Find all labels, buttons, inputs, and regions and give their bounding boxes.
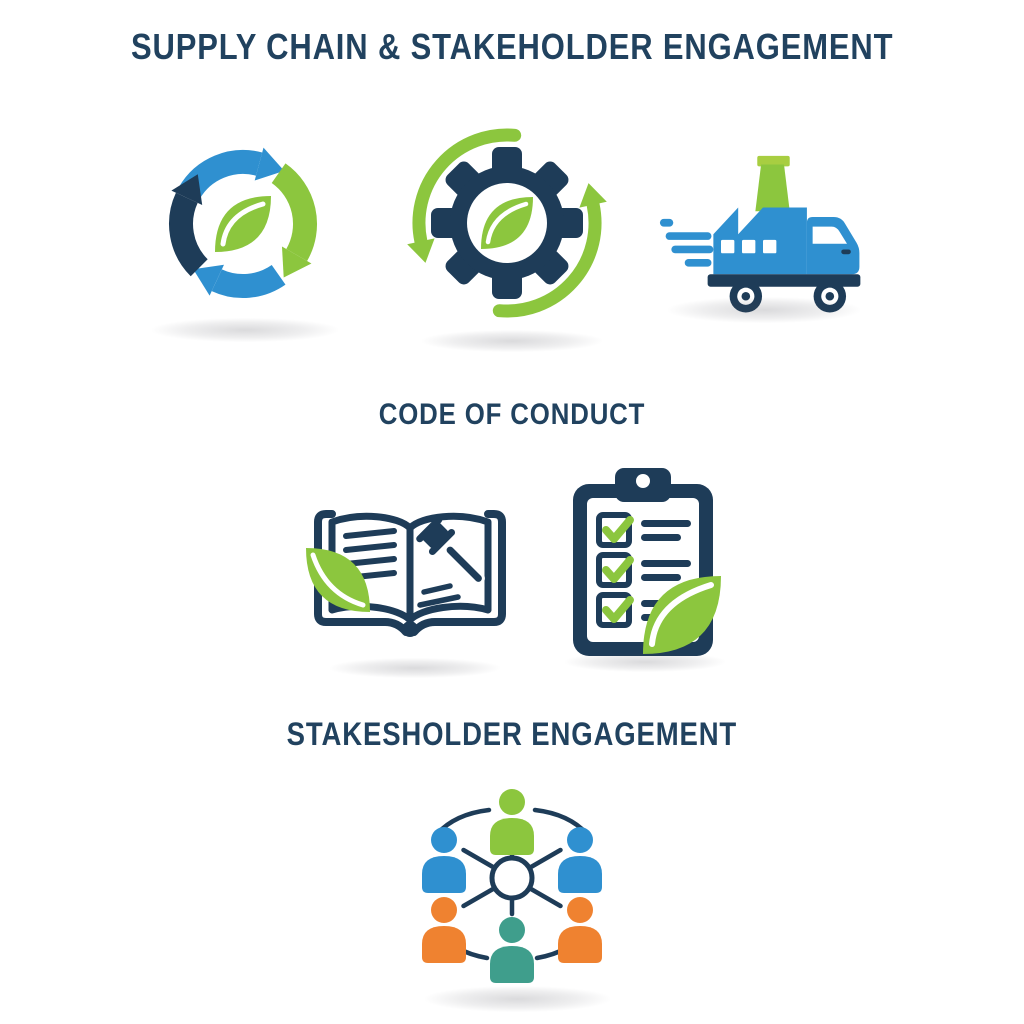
factory-windows bbox=[721, 239, 777, 254]
truck-body bbox=[713, 207, 807, 275]
shadow-ellipse bbox=[422, 330, 602, 352]
shadow-ellipse bbox=[425, 986, 610, 1012]
speed-lines bbox=[659, 218, 714, 267]
checklist-row bbox=[596, 552, 691, 588]
section-heading-code-of-conduct: CODE OF CONDUCT bbox=[378, 398, 646, 431]
shadow-ellipse bbox=[330, 658, 500, 678]
person-icon bbox=[422, 897, 466, 963]
clipboard-clip bbox=[615, 468, 671, 502]
shadow-ellipse bbox=[565, 652, 725, 672]
leaf-icon bbox=[481, 197, 533, 249]
factory-truck-icon bbox=[658, 150, 868, 327]
truck-cab bbox=[806, 217, 860, 275]
person-icon bbox=[558, 897, 602, 963]
network-hub bbox=[489, 855, 535, 901]
wheel-icon bbox=[729, 280, 763, 313]
door-handle bbox=[841, 249, 851, 255]
cab-window bbox=[812, 226, 847, 244]
leaf-icon bbox=[306, 548, 370, 612]
leaf-icon bbox=[643, 576, 721, 654]
gavel-icon bbox=[416, 516, 485, 585]
person-icon bbox=[490, 789, 534, 855]
person-icon bbox=[558, 827, 602, 893]
page-title: SUPPLY CHAIN & STAKEHOLDER ENGAGEMENT bbox=[130, 26, 894, 67]
person-icon bbox=[490, 917, 534, 983]
wheel-icon bbox=[813, 280, 847, 313]
shadow-ellipse bbox=[668, 297, 860, 323]
book-spine-tab bbox=[402, 621, 418, 637]
gear-leaf-rotation-icon bbox=[400, 115, 615, 330]
cycle-arrows bbox=[169, 147, 317, 299]
checklist-row bbox=[596, 512, 691, 548]
person-icon bbox=[422, 827, 466, 893]
section-heading-stakeholder-engagement: STAKESHOLDER ENGAGEMENT bbox=[286, 716, 738, 752]
rotation-arrows bbox=[412, 128, 602, 318]
people-network-icon bbox=[400, 760, 630, 995]
recycling-arrows-leaf-icon bbox=[140, 128, 350, 328]
chimney bbox=[755, 155, 790, 212]
open-book-gavel-leaf-icon bbox=[300, 472, 520, 662]
shadow-ellipse bbox=[152, 318, 338, 342]
sound-block-lines bbox=[417, 583, 461, 608]
book-cover bbox=[314, 510, 506, 636]
leaf-icon bbox=[215, 196, 271, 252]
checklist-clipboard-leaf-icon bbox=[545, 458, 740, 668]
